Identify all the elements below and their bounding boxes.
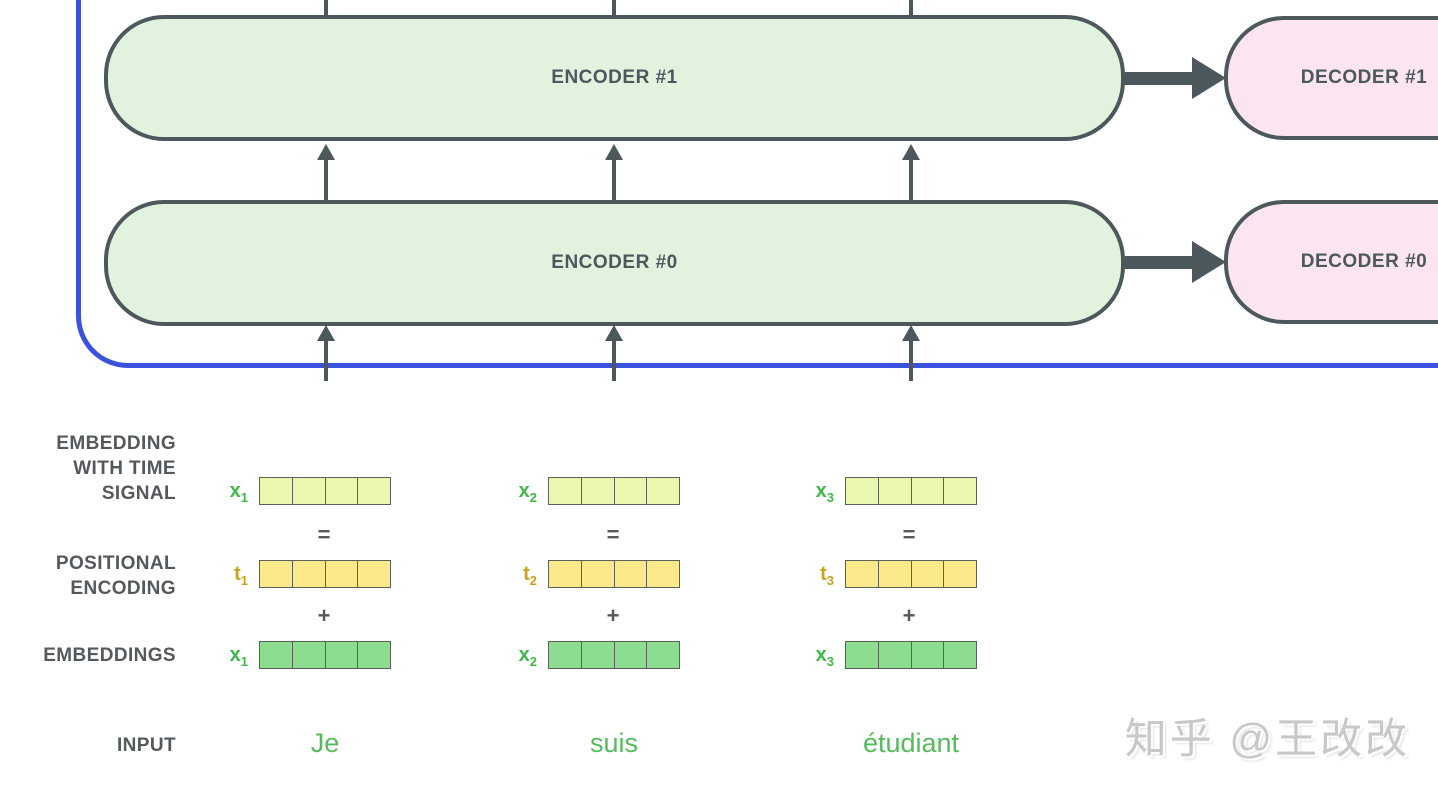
label-line: INPUT <box>117 735 176 756</box>
vector-label-x3-signal: x3 <box>815 480 834 505</box>
label-line: EMBEDDINGS <box>43 645 176 666</box>
plus-sign-3: + <box>902 603 916 628</box>
arrow-up-input-to-enc0-middle <box>605 325 623 381</box>
arrow-enc0-to-dec0 <box>1122 241 1226 283</box>
arrow-up-enc0-to-enc1-right <box>902 144 920 200</box>
decoder-1-block: DECODER #1 <box>1224 16 1438 140</box>
equals-sign-3: = <box>902 522 916 547</box>
encoder-stack-frame <box>76 0 1438 368</box>
arrow-up-enc0-to-enc1-left <box>317 144 335 200</box>
input-word-je: Je <box>310 728 340 758</box>
vector-label-x2-signal: x2 <box>518 480 537 505</box>
output-line-2 <box>612 0 616 17</box>
decoder-0-block: DECODER #0 <box>1224 200 1438 324</box>
input-word-etudiant: étudiant <box>862 728 960 758</box>
vector-x1-embedding <box>259 641 391 669</box>
encoder-1-block: ENCODER #1 <box>104 15 1125 141</box>
decoder-0-label: DECODER #0 <box>1300 251 1428 272</box>
arrow-up-enc0-to-enc1-middle <box>605 144 623 200</box>
decoder-1-label: DECODER #1 <box>1300 67 1428 88</box>
label-line: SIGNAL <box>101 483 176 504</box>
vector-label-x3-embedding: x3 <box>815 644 834 669</box>
vector-label-x1-signal: x1 <box>229 480 248 505</box>
vector-x2-signal <box>548 477 680 505</box>
vector-label-x2-embedding: x2 <box>518 644 537 669</box>
label-line: WITH TIME <box>73 458 176 479</box>
output-line-3 <box>909 0 913 17</box>
equals-sign-1: = <box>317 522 331 547</box>
plus-sign-2: + <box>606 603 620 628</box>
vector-label-x1-embedding: x1 <box>229 644 248 669</box>
vector-label-t3-positional: t3 <box>820 563 834 588</box>
label-line: POSITIONAL <box>55 553 176 574</box>
vector-x3-signal <box>845 477 977 505</box>
watermark-text: 知乎 @王改改 <box>1124 715 1410 762</box>
label-input: INPUT <box>0 733 176 758</box>
equals-sign-2: = <box>606 522 620 547</box>
label-line: EMBEDDING <box>56 433 176 454</box>
label-line: ENCODING <box>70 578 176 599</box>
arrow-enc1-to-dec1 <box>1122 57 1226 99</box>
label-embedding-with-time-signal: EMBEDDING WITH TIME SIGNAL <box>0 431 176 506</box>
encoder-1-label: ENCODER #1 <box>551 67 678 88</box>
encoder-0-block: ENCODER #0 <box>104 200 1125 326</box>
label-embeddings: EMBEDDINGS <box>0 643 176 668</box>
vector-label-t2-positional: t2 <box>523 563 537 588</box>
encoder-0-label: ENCODER #0 <box>551 252 678 273</box>
output-line-1 <box>324 0 328 17</box>
plus-sign-1: + <box>317 603 331 628</box>
vector-t1-positional <box>259 560 391 588</box>
arrow-up-input-to-enc0-left <box>317 325 335 381</box>
label-positional-encoding: POSITIONAL ENCODING <box>0 551 176 601</box>
vector-x3-embedding <box>845 641 977 669</box>
vector-t3-positional <box>845 560 977 588</box>
vector-x1-signal <box>259 477 391 505</box>
vector-t2-positional <box>548 560 680 588</box>
vector-label-t1-positional: t1 <box>234 563 248 588</box>
vector-x2-embedding <box>548 641 680 669</box>
arrow-up-input-to-enc0-right <box>902 325 920 381</box>
input-word-suis: suis <box>589 728 638 758</box>
